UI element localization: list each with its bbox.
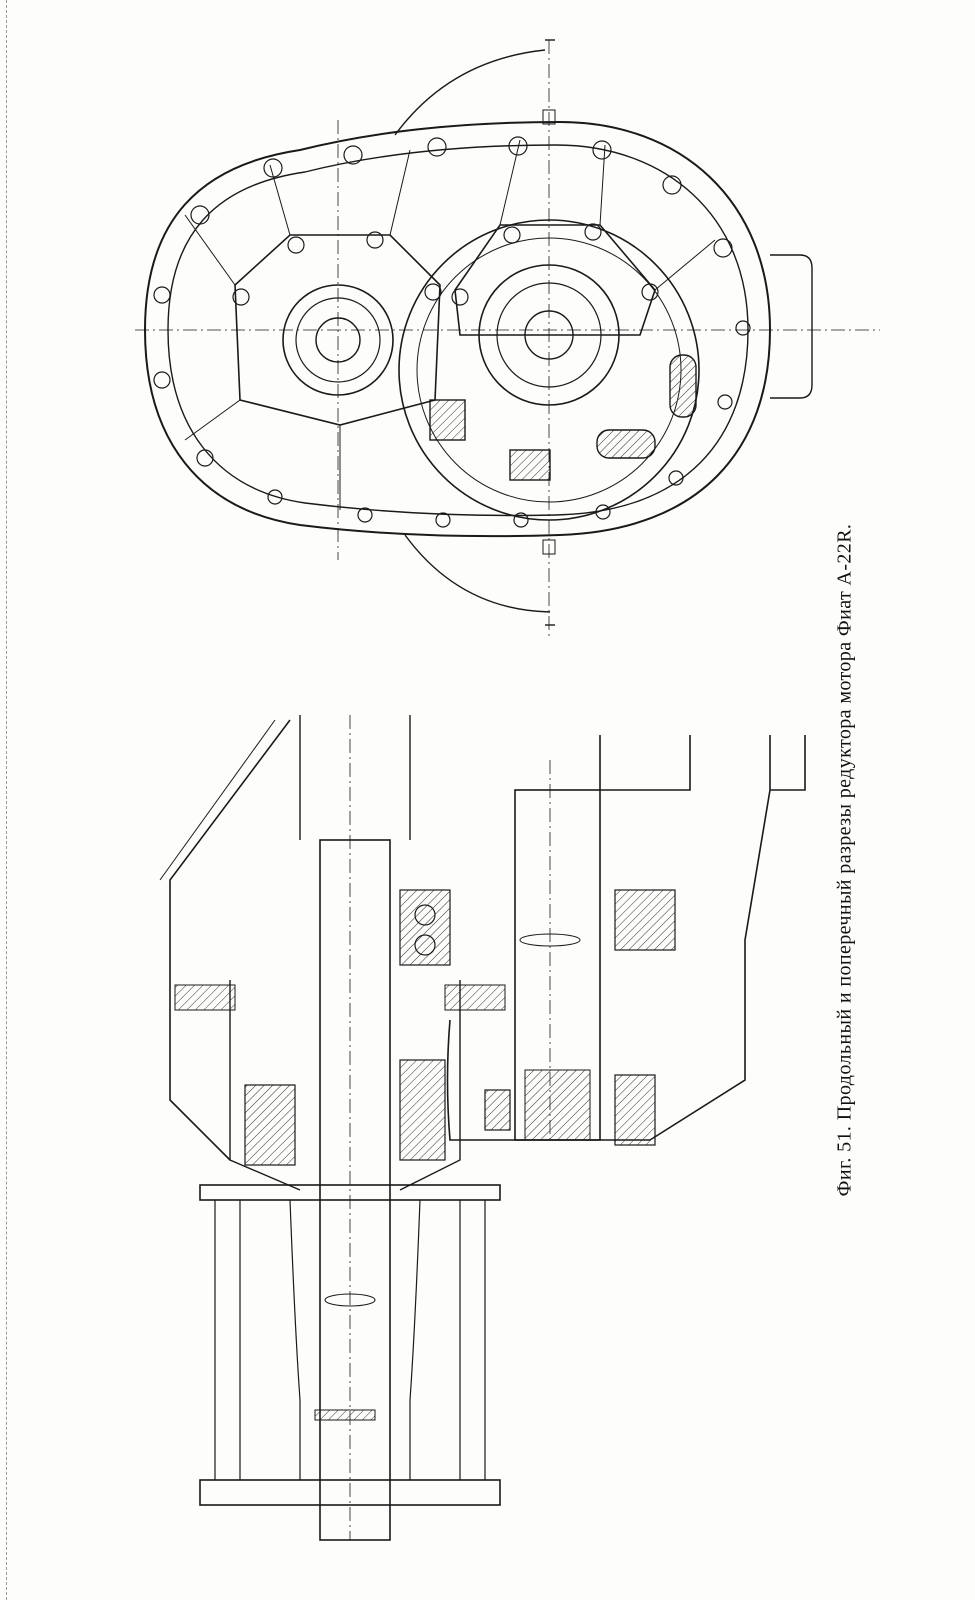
drive-bearing-inner xyxy=(295,297,381,383)
large-gear-circle xyxy=(398,219,700,521)
long-centerlines xyxy=(349,715,551,1540)
centerlines xyxy=(135,40,880,640)
right-housing xyxy=(446,735,806,1141)
bearings xyxy=(244,889,676,1166)
output-shaft-end xyxy=(524,1069,591,1141)
housing-inner xyxy=(167,144,749,517)
main-shaft xyxy=(319,839,391,1541)
gear-web xyxy=(229,980,461,1191)
drive-hex-cover xyxy=(234,234,441,426)
drive-bearing-outer xyxy=(282,284,394,396)
drive-shaft xyxy=(315,317,361,363)
crankcase-flange-bottom xyxy=(199,1479,501,1506)
studs xyxy=(214,1200,486,1480)
scan-edge-line xyxy=(6,0,7,1600)
crankcase-flange-top xyxy=(199,1184,501,1201)
figure-caption: Фиг. 51. Продольный и поперечный разрезы… xyxy=(833,523,856,1197)
flange-arc-bottom xyxy=(404,534,551,613)
caption-container: Фиг. 51. Продольный и поперечный разрезы… xyxy=(825,0,865,1600)
clutch-block xyxy=(429,399,466,441)
longitudinal-section xyxy=(159,715,806,1541)
oil-slot-1 xyxy=(669,354,697,418)
housing-outline xyxy=(143,120,772,538)
mounting-foot xyxy=(770,254,813,399)
casing-diagonal xyxy=(169,719,291,1161)
housing-bolts xyxy=(153,136,751,528)
flange-arc-top xyxy=(394,49,546,136)
pinion-teeth xyxy=(509,449,551,481)
oil-slot-2 xyxy=(596,429,656,459)
transverse-section xyxy=(135,39,880,640)
